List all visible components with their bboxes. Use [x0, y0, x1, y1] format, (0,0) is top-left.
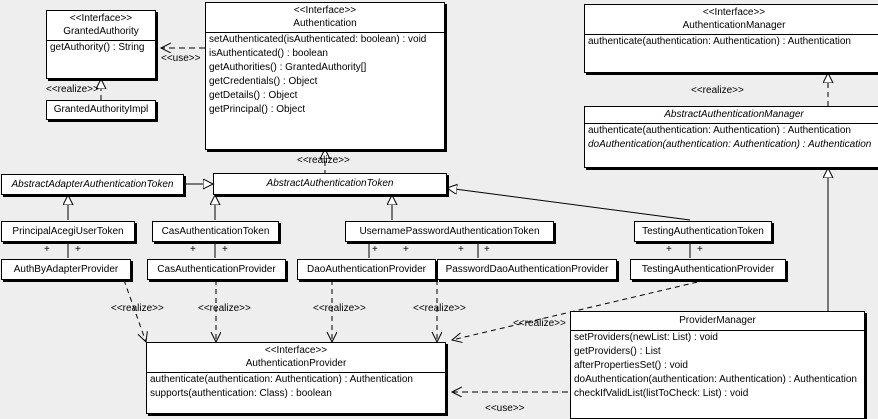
class-auth-by-adapter-provider[interactable]: AuthByAdapterProvider — [1, 259, 131, 280]
class-header: AbstractAuthenticationManager — [585, 107, 878, 123]
method-supports: supports(authentication: Class) : boolea… — [150, 388, 332, 399]
stereotype-interface: <<Interface>> — [702, 7, 766, 18]
assoc-plus-cas-right: + — [222, 244, 228, 255]
class-testing-authentication-token[interactable]: TestingAuthenticationToken — [634, 221, 772, 242]
method-getcredentials: getCredentials() : Object — [209, 76, 318, 87]
class-name: AbstractAdapterAuthenticationToken — [11, 178, 174, 190]
method-getauthority: getAuthority() : String — [50, 42, 145, 53]
class-header: <<Interface>> GrantedAuthority — [47, 11, 155, 40]
class-dao-authentication-provider[interactable]: DaoAuthenticationProvider — [297, 259, 436, 280]
assoc-plus-principal-right: + — [75, 244, 81, 255]
method-checkifvalidlist: checkIfValidList(listToCheck: List) : vo… — [574, 388, 749, 399]
edge-label-realize-password-dao: <<realize>> — [413, 303, 466, 314]
edge-label-realize-auth-by-adapter: <<realize>> — [111, 303, 164, 314]
assoc-plus-cas-left: + — [190, 244, 196, 255]
class-password-dao-authentication-provider[interactable]: PasswordDaoAuthenticationProvider — [437, 259, 617, 280]
edge-label-realize-testing: <<realize>> — [513, 318, 566, 329]
class-name: CasAuthenticationProvider — [157, 263, 276, 275]
class-name: AbstractAuthenticationToken — [266, 178, 394, 189]
class-name: CasAuthenticationToken — [161, 225, 270, 237]
method-doauthentication: doAuthentication(authentication: Authent… — [574, 374, 857, 385]
class-name: ProviderManager — [679, 315, 756, 326]
edge-label-use-provider-manager: <<use>> — [485, 403, 525, 414]
stereotype-interface: <<Interface>> — [264, 345, 328, 356]
method-compartment: authenticate(authentication: Authenticat… — [585, 123, 878, 152]
method-getprincipal: getPrincipal() : Object — [209, 104, 306, 115]
class-name: TestingAuthenticationProvider — [641, 263, 775, 275]
class-abstract-authentication-token[interactable]: AbstractAuthenticationToken — [213, 173, 447, 195]
edge-label-realize-authentication-manager: <<realize>> — [691, 85, 744, 96]
class-name: AuthByAdapterProvider — [13, 263, 119, 275]
class-authentication-manager[interactable]: <<Interface>> AuthenticationManager auth… — [584, 4, 878, 73]
class-name: AuthenticationProvider — [245, 358, 347, 369]
class-name: Authentication — [293, 18, 357, 29]
class-username-password-authentication-token[interactable]: UsernamePasswordAuthenticationToken — [345, 221, 554, 242]
assoc-plus-principal-left: + — [44, 244, 50, 255]
class-testing-authentication-provider[interactable]: TestingAuthenticationProvider — [630, 259, 786, 280]
edge-testingauthenticationtoken-extends-abstracttoken — [447, 188, 691, 221]
edge-label-realize-cas: <<realize>> — [198, 303, 251, 314]
method-compartment: setProviders(newList: List) : void getPr… — [571, 330, 864, 401]
class-name: GrantedAuthority — [63, 26, 139, 37]
method-compartment: getAuthority() : String — [47, 40, 155, 55]
assoc-plus-username-1: + — [372, 244, 378, 255]
class-cas-authentication-provider[interactable]: CasAuthenticationProvider — [147, 259, 286, 280]
assoc-plus-testing-right: + — [697, 244, 703, 255]
assoc-plus-username-4: + — [484, 244, 490, 255]
assoc-plus-testing-left: + — [666, 244, 672, 255]
class-granted-authority[interactable]: <<Interface>> GrantedAuthority getAuthor… — [46, 10, 156, 79]
assoc-plus-username-2: + — [403, 244, 409, 255]
class-authentication-provider[interactable]: <<Interface>> AuthenticationProvider aut… — [146, 342, 446, 414]
class-abstract-authentication-manager[interactable]: AbstractAuthenticationManager authentica… — [584, 106, 878, 168]
method-authenticate: authenticate(authentication: Authenticat… — [588, 125, 851, 136]
class-name: GrantedAuthorityImpl — [53, 104, 149, 115]
class-name: UsernamePasswordAuthenticationToken — [359, 225, 540, 237]
class-provider-manager[interactable]: ProviderManager setProviders(newList: Li… — [570, 311, 865, 419]
method-setproviders: setProviders(newList: List) : void — [574, 332, 718, 343]
class-header: <<Interface>> Authentication — [206, 3, 444, 32]
method-isauthenticated: isAuthenticated() : boolean — [209, 48, 328, 59]
class-authentication[interactable]: <<Interface>> Authentication setAuthenti… — [205, 2, 445, 150]
method-authenticate: authenticate(authentication: Authenticat… — [588, 36, 851, 47]
class-principal-acegi-user-token[interactable]: PrincipalAcegiUserToken — [1, 221, 135, 242]
class-header: ProviderManager — [571, 312, 864, 330]
class-granted-authority-impl[interactable]: GrantedAuthorityImpl — [46, 100, 156, 120]
method-getauthorities: getAuthorities() : GrantedAuthority[] — [209, 62, 367, 73]
class-name: AuthenticationManager — [682, 20, 786, 31]
stereotype-interface: <<Interface>> — [293, 5, 357, 16]
class-header: <<Interface>> AuthenticationManager — [585, 5, 878, 34]
class-name: AbstractAuthenticationManager — [664, 109, 804, 120]
method-getdetails: getDetails() : Object — [209, 90, 298, 101]
method-doauthentication: doAuthentication(authentication: Authent… — [588, 139, 872, 150]
class-name: PasswordDaoAuthenticationProvider — [445, 263, 609, 275]
edge-label-realize-dao: <<realize>> — [313, 303, 366, 314]
method-afterpropertiesset: afterPropertiesSet() : void — [574, 360, 688, 371]
method-compartment: authenticate(authentication: Authenticat… — [147, 372, 445, 401]
class-header: <<Interface>> AuthenticationProvider — [147, 343, 445, 372]
class-name: TestingAuthenticationToken — [642, 225, 764, 237]
method-authenticate: authenticate(authentication: Authenticat… — [150, 374, 413, 385]
method-getproviders: getProviders() : List — [574, 346, 661, 357]
method-compartment: setAuthenticated(isAuthenticated: boolea… — [206, 32, 444, 117]
class-cas-authentication-token[interactable]: CasAuthenticationToken — [152, 221, 279, 242]
edge-label-realize-granted-authority: <<realize>> — [46, 84, 99, 95]
assoc-plus-username-3: + — [458, 244, 464, 255]
stereotype-interface: <<Interface>> — [69, 13, 133, 24]
method-setauthenticated: setAuthenticated(isAuthenticated: boolea… — [209, 34, 427, 45]
method-compartment: authenticate(authentication: Authenticat… — [585, 34, 878, 49]
class-abstract-adapter-authentication-token[interactable]: AbstractAdapterAuthenticationToken — [1, 174, 184, 195]
class-name: PrincipalAcegiUserToken — [12, 225, 124, 237]
edge-label-realize-authentication-token: <<realize>> — [297, 155, 350, 166]
class-name: DaoAuthenticationProvider — [307, 263, 426, 275]
edge-label-use-granted-authority: <<use>> — [161, 53, 201, 64]
